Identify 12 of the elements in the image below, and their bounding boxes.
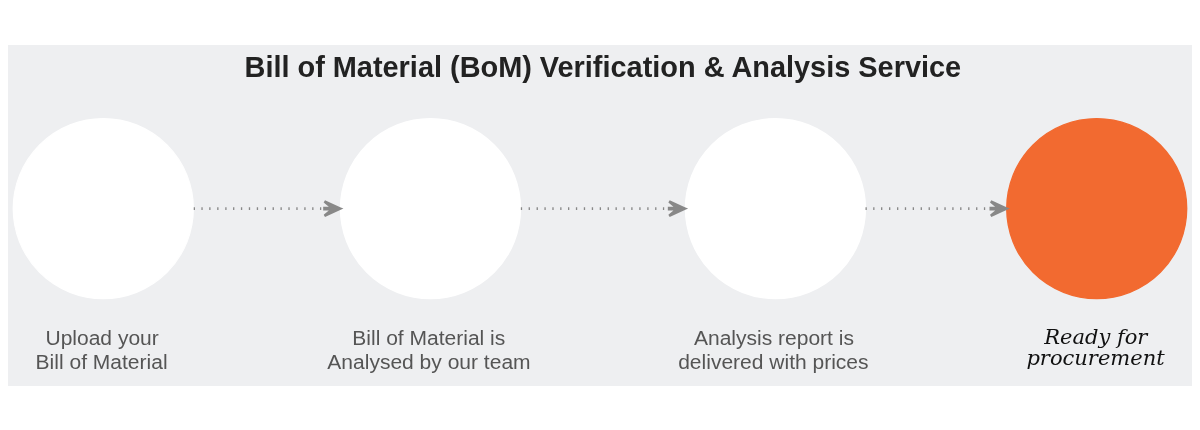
node-label: Bill of Material is Analysed by our team	[327, 325, 531, 373]
node-circle	[339, 117, 522, 299]
node-circle	[684, 117, 867, 299]
node-label: Upload your Bill of Material	[35, 325, 168, 373]
node-label: Ready for procurement	[1026, 323, 1165, 370]
node-circle	[12, 117, 194, 299]
diagram-title: Bill of Material (BoM) Verification & Analysis Service	[244, 50, 962, 83]
arrow	[193, 199, 342, 217]
arrow	[520, 199, 687, 217]
arrow	[865, 199, 1008, 217]
node-label: Analysis report is delivered with prices	[678, 325, 869, 373]
node-circle	[1006, 117, 1188, 299]
